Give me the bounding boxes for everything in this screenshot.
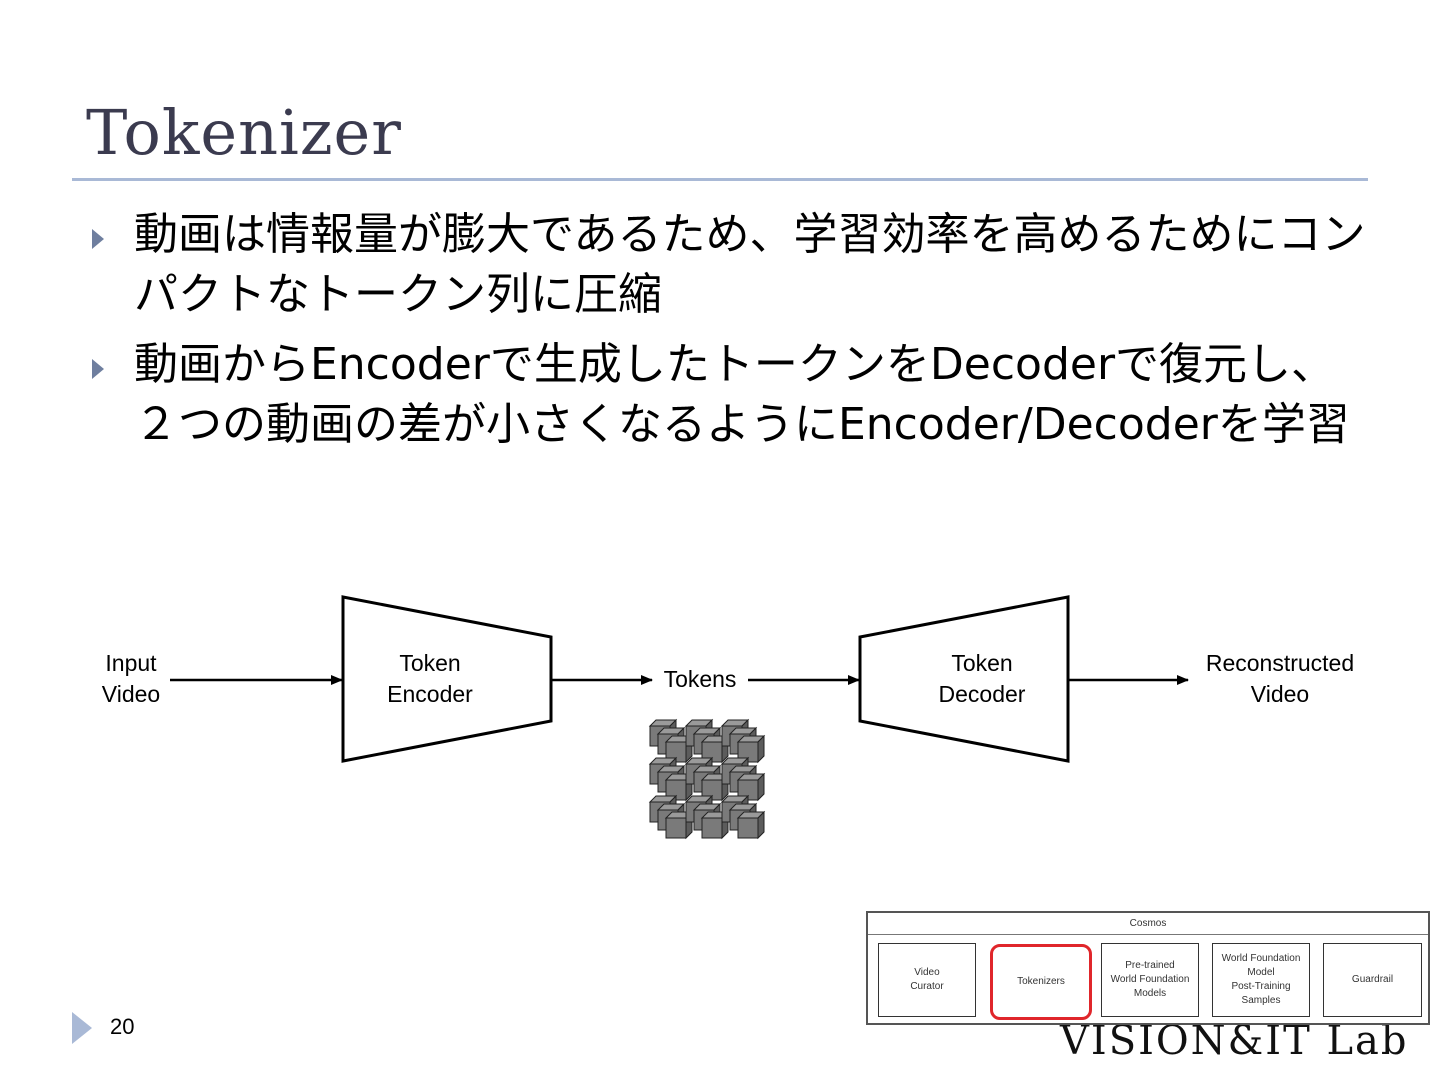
bullet-list: 動画は情報量が膨大であるため、学習効率を高めるためにコンパクトなトークン列に圧縮… (86, 205, 1376, 465)
reconstructed-video-label: Reconstructed Video (1205, 650, 1355, 707)
cosmos-component-tokenizers: Tokenizers (990, 944, 1092, 1020)
footer-arrow-icon (72, 1012, 92, 1044)
lab-logo: VISION&IT Lab (1060, 1018, 1409, 1064)
token-cubes-icon (649, 719, 765, 839)
diagram-graphics (170, 595, 1189, 839)
bullet-text: 動画は情報量が膨大であるため、学習効率を高めるためにコンパクトなトークン列に圧縮 (134, 209, 1366, 320)
tokens-label: Tokens (663, 666, 737, 692)
cosmos-component-pretrained-models: Pre-trained World Foundation Models (1101, 943, 1199, 1017)
cosmos-component-post-training: World Foundation Model Post-Training Sam… (1212, 943, 1310, 1017)
bullet-item: 動画からEncoderで生成したトークンをDecoderで復元し、２つの動画の差… (86, 335, 1376, 455)
cosmos-component-guardrail: Guardrail (1323, 943, 1422, 1017)
token-encoder-label: Token Encoder (387, 650, 473, 707)
cosmos-component-video-curator: Video Curator (878, 943, 976, 1017)
slide-title: Tokenizer (86, 96, 402, 169)
cosmos-title: Cosmos (868, 913, 1428, 935)
title-divider (72, 178, 1368, 181)
decoder-shape (858, 595, 1070, 763)
tokenizer-diagram: Input Video Token Encoder Tokens Token D… (0, 580, 1440, 880)
bullet-text: 動画からEncoderで生成したトークンをDecoderで復元し、２つの動画の差… (134, 339, 1350, 450)
input-video-label: Input Video (101, 650, 161, 707)
bullet-arrow-icon (92, 229, 104, 249)
token-decoder-label: Token Decoder (938, 650, 1026, 707)
bullet-arrow-icon (92, 359, 104, 379)
page-number: 20 (110, 1014, 135, 1039)
encoder-shape (341, 595, 553, 763)
bullet-item: 動画は情報量が膨大であるため、学習効率を高めるためにコンパクトなトークン列に圧縮 (86, 205, 1376, 325)
cosmos-overview-panel: Cosmos Video Curator Tokenizers Pre-trai… (866, 911, 1430, 1025)
